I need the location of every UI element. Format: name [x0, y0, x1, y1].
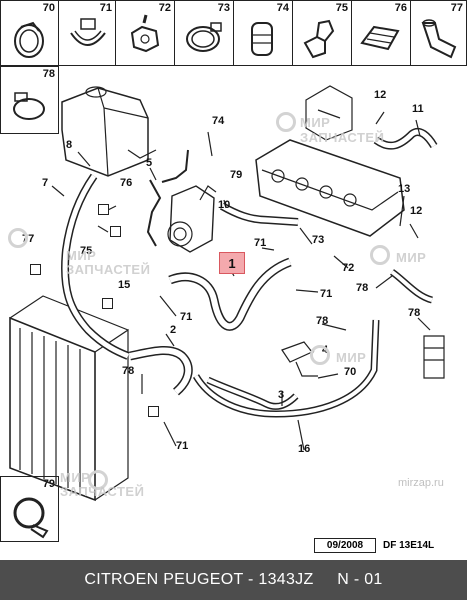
callout-77[interactable]: 77: [22, 233, 35, 245]
watermark-logo: [370, 245, 390, 265]
ref-square-76: [98, 204, 109, 215]
bolt-icon: [130, 14, 160, 53]
hose-clamp-icon: [13, 92, 45, 120]
part-number: 78: [42, 68, 55, 80]
callout-71-a[interactable]: 71: [254, 237, 267, 249]
part-tile-73[interactable]: 73: [174, 0, 234, 66]
ref-square-75: [110, 226, 121, 237]
callout-15[interactable]: 15: [118, 279, 131, 291]
callout-8[interactable]: 8: [66, 139, 73, 151]
callout-73[interactable]: 73: [312, 234, 325, 246]
radiator: [9, 295, 129, 502]
part-tile-76[interactable]: 76: [351, 0, 411, 66]
callout-11[interactable]: 11: [412, 103, 424, 115]
part-tile-78[interactable]: 78: [0, 66, 59, 134]
callout-71-d[interactable]: 71: [176, 440, 189, 452]
sleeve-icon: [251, 22, 273, 56]
part-number: 73: [217, 2, 230, 14]
callout-74[interactable]: 74: [212, 115, 225, 127]
band-clamp-icon: [13, 497, 49, 539]
cylinder-head: [255, 85, 405, 237]
part-tile-70[interactable]: 70: [0, 0, 59, 66]
watermark-logo: [8, 228, 28, 248]
clamp-band-icon: [186, 22, 222, 52]
ref-square-77: [30, 264, 41, 275]
part-number: 70: [42, 2, 55, 14]
callout-79[interactable]: 79: [230, 169, 243, 181]
callout-12-right[interactable]: 12: [410, 205, 423, 217]
water-outlet-housing: [167, 185, 217, 253]
callout-70[interactable]: 70: [344, 366, 357, 378]
watermark-text: МИР: [66, 248, 97, 263]
callout-16[interactable]: 16: [298, 443, 311, 455]
part-number: 72: [158, 2, 171, 14]
watermark-text: МИР: [60, 470, 91, 485]
callout-12-top[interactable]: 12: [374, 89, 387, 101]
ref-square-15: [102, 298, 113, 309]
callout-2[interactable]: 2: [170, 324, 177, 336]
watermark-text: ЗАПЧАСТЕЙ: [66, 262, 151, 277]
part-number: 77: [450, 2, 463, 14]
watermark-logo: [276, 112, 296, 132]
part-number: 71: [99, 2, 112, 14]
part-number: 76: [394, 2, 407, 14]
watermark-text: МИР: [336, 350, 367, 365]
callout-75[interactable]: 75: [80, 245, 93, 257]
callout-71-b[interactable]: 71: [320, 288, 333, 300]
part-tile-74[interactable]: 74: [233, 0, 293, 66]
part-tile-75[interactable]: 75: [292, 0, 352, 66]
watermark-site: mirzap.ru: [398, 477, 444, 489]
callout-13[interactable]: 13: [398, 183, 411, 195]
callout-78-a[interactable]: 78: [122, 365, 135, 377]
watermark-text: МИР: [396, 250, 427, 265]
callout-label: 1: [228, 255, 236, 271]
quick-connector-icon: [303, 19, 335, 59]
part-tile-79[interactable]: 79: [0, 476, 59, 542]
callout-10[interactable]: 10: [218, 199, 231, 211]
elbow-connector-icon: [421, 19, 457, 59]
callout-1-highlight[interactable]: 1: [219, 252, 245, 274]
callout-78-d[interactable]: 78: [408, 307, 421, 319]
watermark-text: ЗАПЧАСТЕЙ: [60, 484, 145, 499]
callout-5[interactable]: 5: [146, 157, 153, 169]
part-number: 75: [335, 2, 348, 14]
callout-71-c[interactable]: 71: [180, 311, 193, 323]
watermark-text: ЗАПЧАСТЕЙ: [300, 130, 385, 145]
date-code: 09/2008: [314, 538, 376, 553]
watermark-text: МИР: [300, 115, 331, 130]
callout-3[interactable]: 3: [278, 389, 285, 401]
part-tile-71[interactable]: 71: [58, 0, 116, 66]
ref-square-78: [148, 406, 159, 417]
footer-title: CITROEN PEUGEOT - 1343JZ N - 01: [84, 571, 383, 588]
callout-72[interactable]: 72: [342, 262, 355, 274]
callout-78-c[interactable]: 78: [356, 282, 369, 294]
expansion-tank: [61, 86, 157, 177]
callout-76[interactable]: 76: [120, 177, 133, 189]
spring-clamp-icon: [14, 21, 44, 58]
part-tile-72[interactable]: 72: [115, 0, 175, 66]
tube-clip-icon: [360, 25, 400, 51]
callout-78-b[interactable]: 78: [316, 315, 329, 327]
footer-bar: CITROEN PEUGEOT - 1343JZ N - 01: [0, 560, 467, 600]
part-number: 74: [276, 2, 289, 14]
watermark-logo: [310, 345, 330, 365]
callout-7[interactable]: 7: [42, 177, 49, 189]
watermark-logo: [88, 470, 108, 490]
reference-code: DF 13E14L: [383, 540, 435, 551]
hose-clip-icon: [70, 18, 106, 46]
